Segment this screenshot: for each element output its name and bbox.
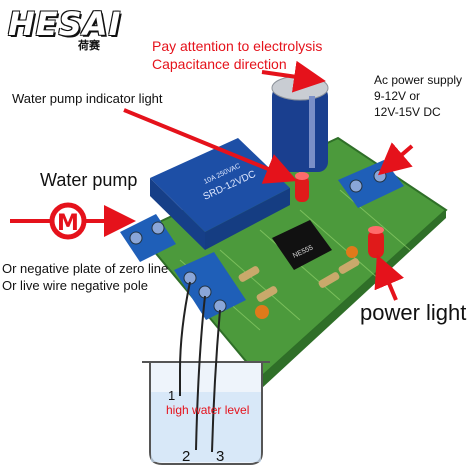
brand-logo: HESAI xyxy=(8,5,122,43)
motor-letter: M xyxy=(57,211,79,236)
probe-terminal-block xyxy=(174,252,246,320)
ceramic-capacitors xyxy=(255,246,358,319)
power-light-label: power light xyxy=(360,300,467,325)
probe-wires xyxy=(179,281,221,453)
relay: SRD-12VDC 10A 250VAC xyxy=(150,138,290,250)
probe-2-label: 2 xyxy=(182,448,191,465)
ac-supply-line2: 9-12V or xyxy=(374,89,421,103)
negative-plate-line2: Or live wire negative pole xyxy=(2,278,148,293)
high-water-level-label: high water level xyxy=(166,403,250,417)
resistors xyxy=(238,258,360,302)
pcb-board-edge xyxy=(260,210,446,388)
power-led xyxy=(368,226,384,258)
pump-indicator-label: Water pump indicator light xyxy=(12,91,163,106)
ac-supply-line3: 12V-15V DC xyxy=(374,105,441,119)
annotation-arrows xyxy=(123,60,414,301)
probe-1-label: 1 xyxy=(168,388,176,403)
ac-supply-line1: Ac power supply xyxy=(374,73,463,87)
brand-subtitle: 荷赛 xyxy=(78,40,100,52)
motor-symbol: M xyxy=(10,202,136,240)
electrolysis-note-line1: Pay attention to electrolysis xyxy=(152,38,323,54)
water-beaker xyxy=(142,361,270,465)
probe-3-label: 3 xyxy=(216,448,225,465)
electrolytic-capacitor xyxy=(271,75,329,186)
pump-indicator-led xyxy=(295,172,309,202)
water-pump-label: Water pump xyxy=(40,170,138,190)
negative-plate-line1: Or negative plate of zero line xyxy=(2,261,169,276)
electrolysis-note-line2: Capacitance direction xyxy=(152,56,287,72)
ne555-chip: NE555 xyxy=(272,220,332,270)
